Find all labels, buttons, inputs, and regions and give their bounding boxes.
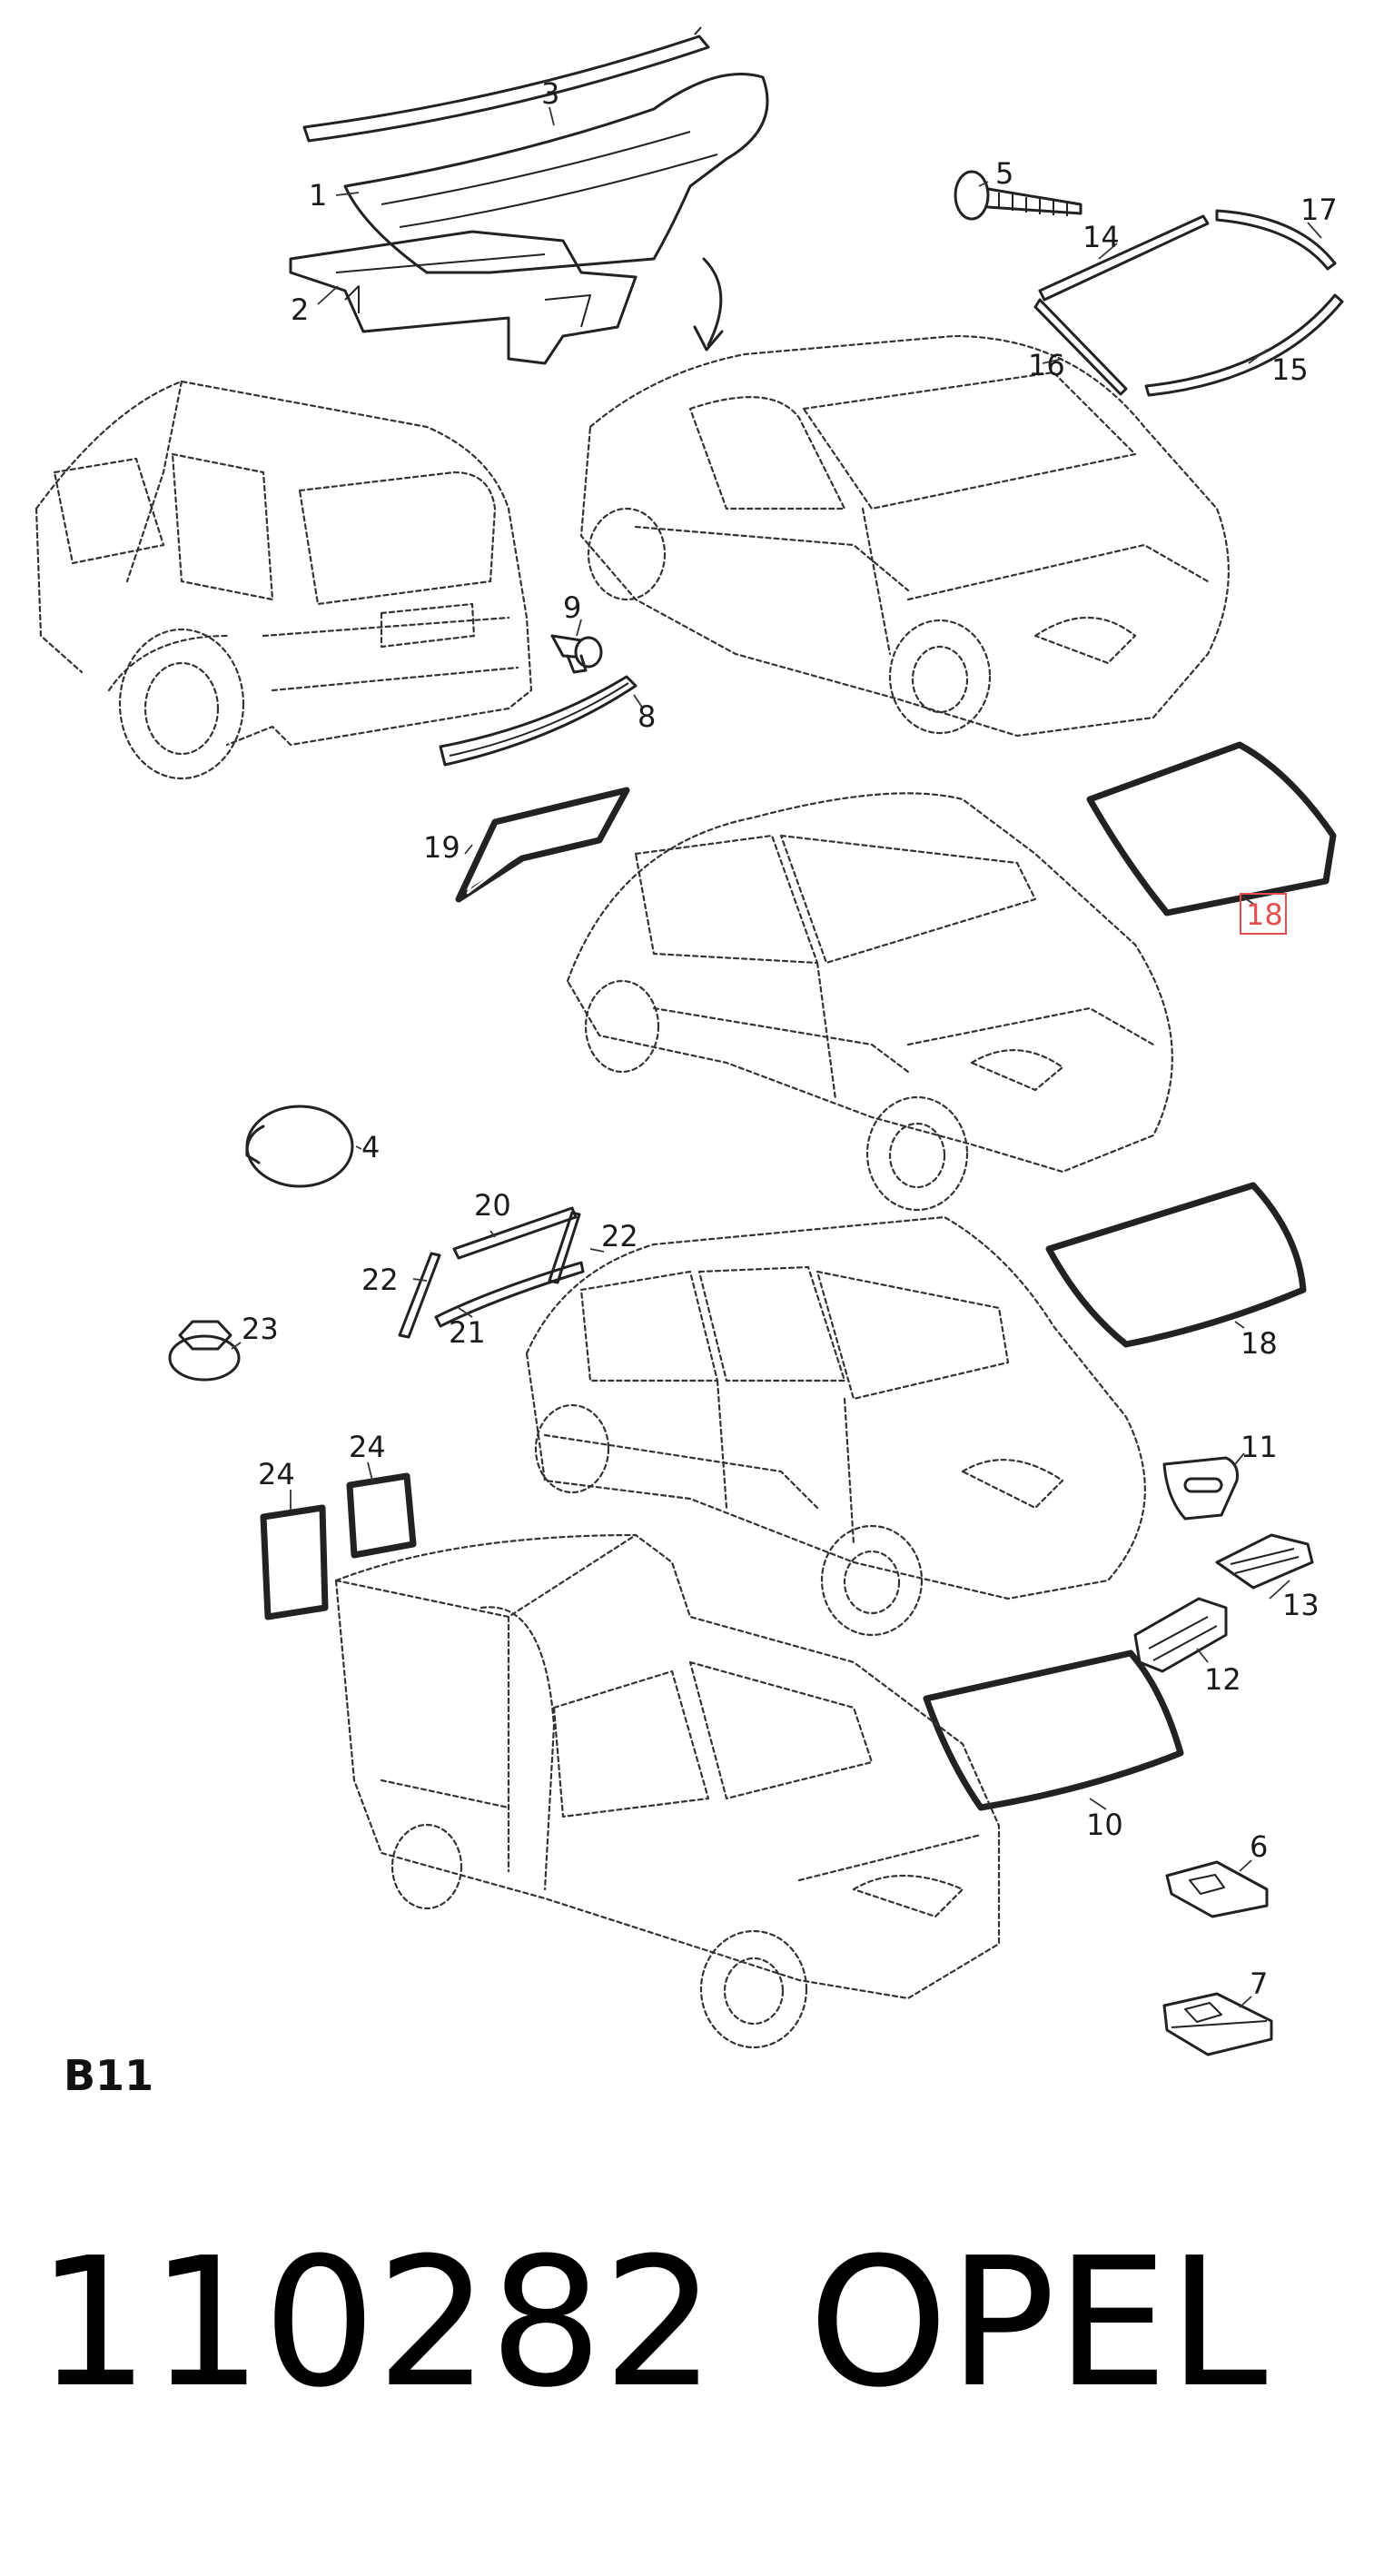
callout-24-left: 24 xyxy=(258,1457,295,1491)
callout-20: 20 xyxy=(474,1188,511,1223)
callout-9: 9 xyxy=(563,590,581,625)
callout-4: 4 xyxy=(361,1130,380,1164)
clip-part-11 xyxy=(1162,1456,1239,1521)
window-seals-14-17 xyxy=(1033,209,1344,397)
hatchback-3door-view xyxy=(579,334,1230,738)
leader-lines xyxy=(231,106,1322,2008)
callout-18: 18 xyxy=(1241,1326,1278,1361)
van-windows-part-24 xyxy=(260,1472,417,1620)
combo-van-view xyxy=(334,1533,1001,2049)
clip-part-7 xyxy=(1162,1992,1273,2056)
callout-10: 10 xyxy=(1086,1808,1123,1842)
callout-15: 15 xyxy=(1271,352,1309,387)
callout-22-left: 22 xyxy=(361,1263,399,1297)
callout-labels: 1 2 3 4 5 6 7 8 9 10 11 12 13 14 15 16 1… xyxy=(242,76,1338,2001)
estate-car-rear-view xyxy=(35,380,533,780)
clip-part-9 xyxy=(550,634,603,674)
quarter-glass-part-19 xyxy=(455,787,630,903)
callout-2: 2 xyxy=(291,292,309,327)
callout-18-highlight-box xyxy=(1240,893,1287,935)
screw-part-5 xyxy=(954,170,1082,221)
callout-8: 8 xyxy=(638,699,656,734)
callout-1: 1 xyxy=(309,178,327,213)
callout-12: 12 xyxy=(1204,1662,1241,1697)
door-seals-20-22 xyxy=(398,1206,585,1339)
clip-part-6 xyxy=(1165,1860,1269,1918)
clip-part-12 xyxy=(1133,1597,1228,1673)
clip-part-13 xyxy=(1215,1533,1314,1590)
callout-5: 5 xyxy=(995,156,1013,191)
callout-3: 3 xyxy=(541,76,559,111)
callout-24-right: 24 xyxy=(349,1430,386,1464)
callout-23: 23 xyxy=(242,1312,279,1346)
section-code: B11 xyxy=(64,2051,154,2100)
nut-part-23 xyxy=(168,1320,241,1382)
callout-22-right: 22 xyxy=(601,1219,638,1253)
callout-16: 16 xyxy=(1028,348,1065,382)
callout-6: 6 xyxy=(1250,1829,1268,1864)
callout-11: 11 xyxy=(1241,1430,1278,1464)
hatchback-middle-view xyxy=(566,792,1173,1212)
callout-7: 7 xyxy=(1250,1967,1268,2001)
part-number: 110282 xyxy=(36,2220,717,2427)
windscreen-part-18a xyxy=(1086,741,1337,916)
callout-17: 17 xyxy=(1300,193,1338,227)
callout-19: 19 xyxy=(423,830,460,865)
callout-21: 21 xyxy=(449,1315,486,1350)
callout-13: 13 xyxy=(1282,1588,1320,1622)
strip-part-8 xyxy=(439,675,638,767)
callout-14: 14 xyxy=(1082,220,1120,254)
callout-18-highlighted: 18 xyxy=(1246,897,1283,932)
fuel-flap-part-4 xyxy=(245,1105,354,1188)
spoiler-assembly xyxy=(289,26,769,365)
hatchback-5door-view xyxy=(525,1215,1146,1637)
windscreen-part-10 xyxy=(923,1650,1184,1811)
brand-name: OPEL xyxy=(808,2220,1268,2427)
windscreen-part-18b xyxy=(1045,1182,1307,1348)
